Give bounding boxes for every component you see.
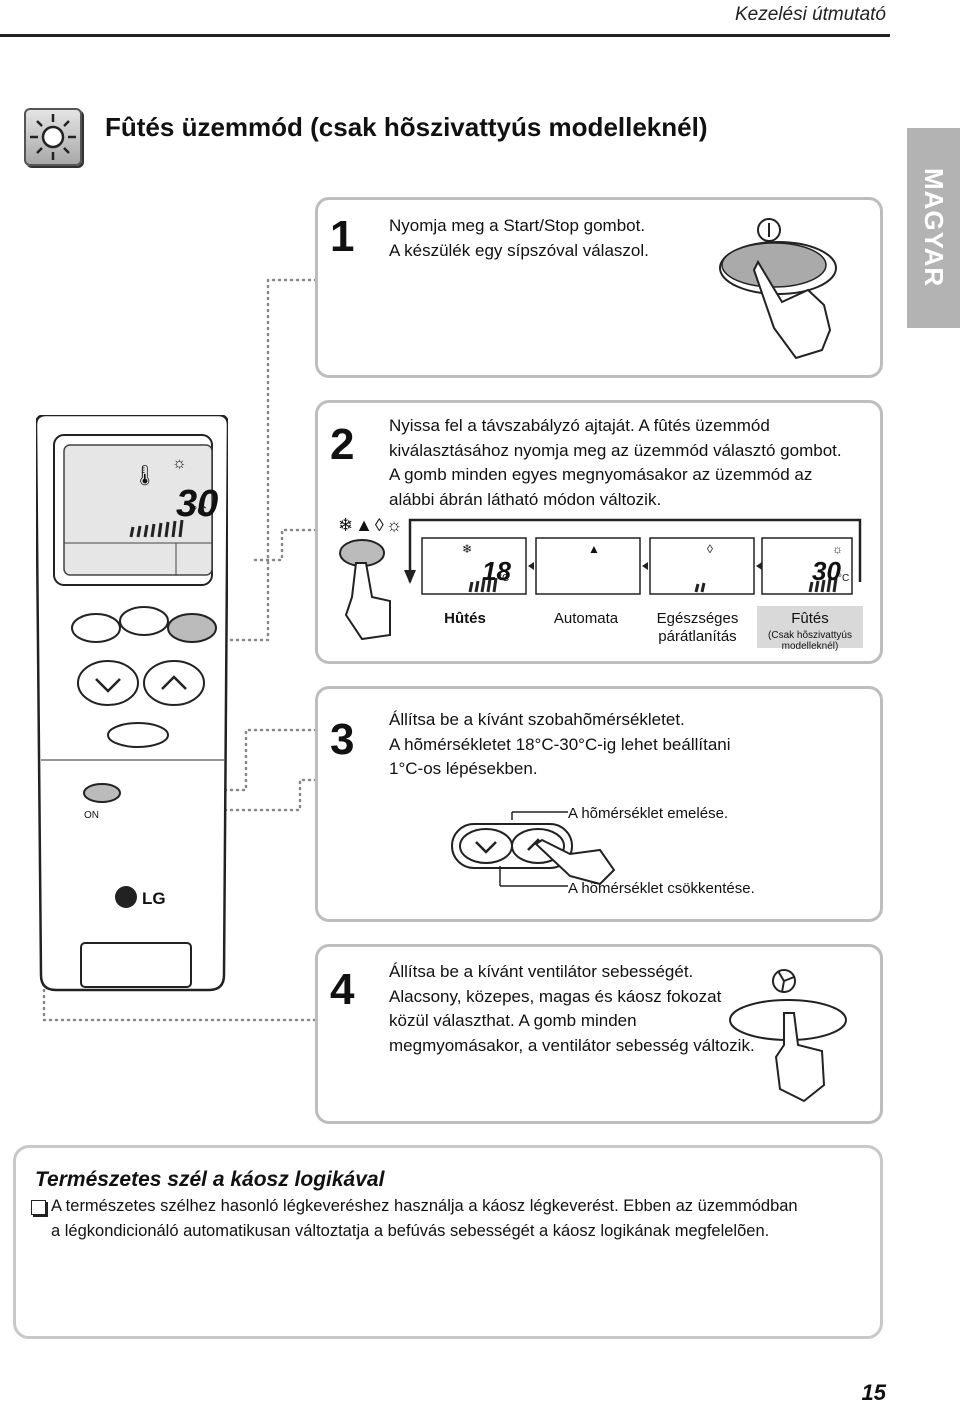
mode-button-hand — [339, 539, 391, 641]
cooling-icon: ❄ — [462, 542, 473, 556]
mode-dry-label: Egészséges — [656, 610, 739, 627]
header-divider — [0, 34, 890, 37]
checkbox-bullet-icon — [31, 1200, 46, 1215]
section-title: Fûtés üzemmód (csak hõszivattyús modelle… — [105, 112, 708, 142]
step-3-text: Állítsa be a kívánt szobahõmérsékletet. … — [389, 710, 731, 778]
mode-cooling-label: Hûtés — [444, 610, 486, 627]
fan-speed-button-illustration — [729, 969, 847, 1103]
sun-icon — [24, 108, 82, 166]
step-4-text: Állítsa be a kívánt ventilátor sebességé… — [389, 962, 755, 1055]
mode-heating-temp: 30 — [812, 556, 841, 586]
page-number: 15 — [861, 1380, 886, 1405]
step-4-number: 4 — [330, 965, 355, 1014]
step-1-number: 1 — [330, 212, 355, 261]
dehumidify-icon: ◊ — [707, 542, 713, 556]
temp-buttons-illustration — [451, 811, 616, 887]
temp-up-label: A hõmérséklet emelése. — [568, 805, 729, 822]
remote-display-temp: 30 — [176, 483, 219, 525]
mode-heating-highlight — [757, 606, 863, 648]
mode-dry-sublabel: párátlanítás — [658, 628, 737, 645]
step-2-number: 2 — [330, 420, 355, 469]
note-title: Természetes szél a káosz logikával — [35, 1168, 385, 1191]
remote-brand-logo: LG — [142, 889, 166, 908]
mode-heating-label: Fûtés — [791, 610, 829, 627]
heat-mode-icon: ☼ — [172, 455, 187, 472]
mode-heating-unit: °C — [838, 573, 850, 584]
temp-down-label: A hõmérséklet csökkentése. — [568, 880, 755, 897]
heating-icon: ☼ — [832, 542, 843, 556]
mode-cooling-temp: 18 — [482, 556, 511, 586]
manual-title: Kezelési útmutató — [734, 4, 886, 25]
auto-mode-icon: ▲ — [588, 542, 600, 556]
mode-icons: ❄▲◊☼ — [338, 515, 405, 535]
note-box — [13, 1145, 883, 1339]
step-1-text: Nyomja meg a Start/Stop gombot. A készül… — [389, 216, 649, 260]
language-tab: MAGYAR — [907, 128, 960, 328]
remote-display-unit: °C — [192, 503, 207, 518]
start-stop-button-illustration — [719, 218, 837, 360]
remote-control: 30 °C 🌡 ☼ ON LG — [34, 413, 230, 995]
thermometer-icon: 🌡 — [132, 465, 158, 487]
mode-heating-sublabel: (Csak hõszivattyús modelleknél) — [768, 630, 852, 652]
mode-cooling-unit: °C — [498, 573, 510, 584]
mode-auto-label: Automata — [553, 610, 619, 627]
step-3-number: 3 — [330, 715, 355, 764]
step-2-text: Nyissa fel a távszabályzó ajtaját. A fût… — [389, 416, 842, 509]
remote-on-label: ON — [84, 810, 99, 821]
mode-cycle-diagram — [404, 518, 862, 595]
note-text: A természetes szélhez hasonló légkeverés… — [51, 1197, 798, 1240]
language-tab-label: MAGYAR — [919, 168, 949, 288]
